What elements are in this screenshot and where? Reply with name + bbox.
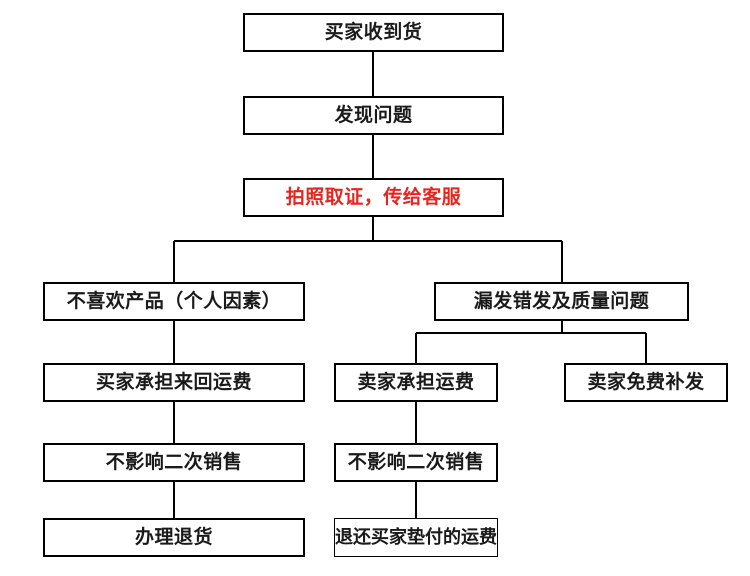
node-dislike-product: 不喜欢产品（个人因素） bbox=[43, 282, 305, 321]
node-seller-free-reship: 卖家免费补发 bbox=[564, 363, 728, 402]
node-seller-pays-shipping: 卖家承担运费 bbox=[334, 363, 498, 402]
node-found-problem: 发现问题 bbox=[243, 96, 504, 135]
node-refund-prepaid-shipping: 退还买家垫付的运费 bbox=[334, 518, 498, 557]
node-process-return: 办理退货 bbox=[43, 518, 305, 557]
node-buyer-pays-roundtrip: 买家承担来回运费 bbox=[43, 363, 305, 402]
node-missing-wrong-quality: 漏发错发及质量问题 bbox=[434, 282, 689, 321]
node-photo-evidence: 拍照取证，传给客服 bbox=[243, 178, 504, 217]
node-no-impact-resale-left: 不影响二次销售 bbox=[43, 443, 305, 482]
node-buyer-received: 买家收到货 bbox=[243, 13, 504, 52]
node-no-impact-resale-middle: 不影响二次销售 bbox=[334, 443, 498, 482]
